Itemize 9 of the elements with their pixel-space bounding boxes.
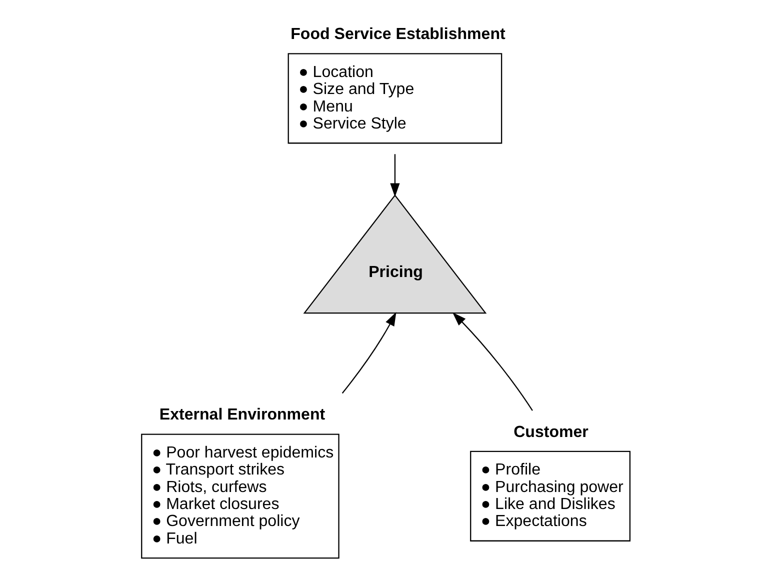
arrow [452, 312, 533, 411]
arrow [390, 154, 400, 197]
node-label: Food Service Establishment [290, 25, 506, 44]
arrow [342, 312, 396, 394]
node-box: ● Profile ● Purchasing power ● Like and Dislikes ● Expectations [470, 450, 631, 542]
node-label: Customer [514, 422, 588, 441]
node-box: ● Poor harvest epidemics ● Transport strikes ● Riots, curfews ● Market closures ● Government policy ● Fuel [141, 434, 340, 559]
node-box: ● Location ● Size and Type ● Menu ● Service Style [288, 53, 502, 144]
node-label: External Environment [159, 406, 326, 424]
